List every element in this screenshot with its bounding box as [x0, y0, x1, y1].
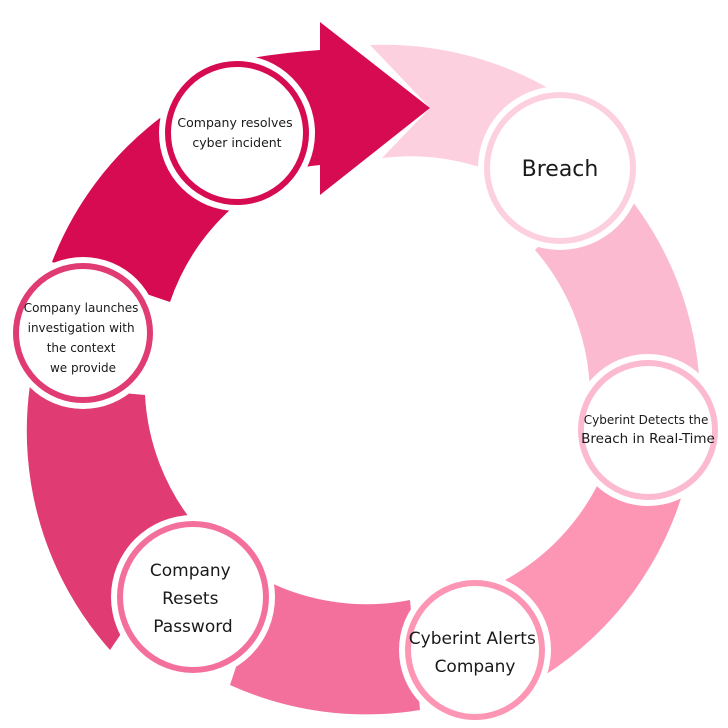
node-reset-label: Company Resets Password	[150, 561, 236, 637]
node-reset-line: Password	[153, 617, 232, 637]
node-investigate-line: Company launches	[24, 301, 139, 315]
segment-detect-to-alert	[505, 480, 685, 675]
node-resolve-line: cyber incident	[192, 135, 281, 150]
node-breach-line: Breach	[522, 157, 599, 182]
node-resolve: Company resolves cyber incident	[159, 55, 315, 211]
node-investigate: Company launches investigation with the …	[7, 257, 159, 409]
node-detect-line: Breach in Real-Time	[581, 431, 715, 447]
node-reset-line: Resets	[162, 589, 218, 609]
node-reset: Company Resets Password	[111, 515, 275, 679]
node-detect-label: Cyberint Detects the Breach in Real-Time	[581, 413, 715, 447]
node-investigate-label: Company launches investigation with the …	[24, 301, 142, 375]
node-investigate-line: we provide	[50, 361, 116, 375]
node-detect: Cyberint Detects the Breach in Real-Time	[572, 354, 724, 506]
node-alert-label: Cyberint Alerts Company	[409, 629, 541, 677]
node-resolve-label: Company resolves cyber incident	[177, 115, 296, 150]
node-reset-line: Company	[150, 561, 231, 581]
node-detect-line: Cyberint Detects the	[584, 413, 709, 427]
node-breach: Breach	[478, 86, 642, 250]
segment-alert-to-reset	[230, 580, 420, 715]
node-investigate-line: the context	[47, 341, 116, 355]
node-alert-line: Cyberint Alerts	[409, 629, 536, 649]
node-alert: Cyberint Alerts Company	[399, 574, 551, 726]
node-resolve-line: Company resolves	[177, 115, 292, 130]
node-breach-label: Breach	[522, 157, 599, 182]
node-alert-line: Company	[435, 657, 516, 677]
node-investigate-line: investigation with	[28, 321, 135, 335]
